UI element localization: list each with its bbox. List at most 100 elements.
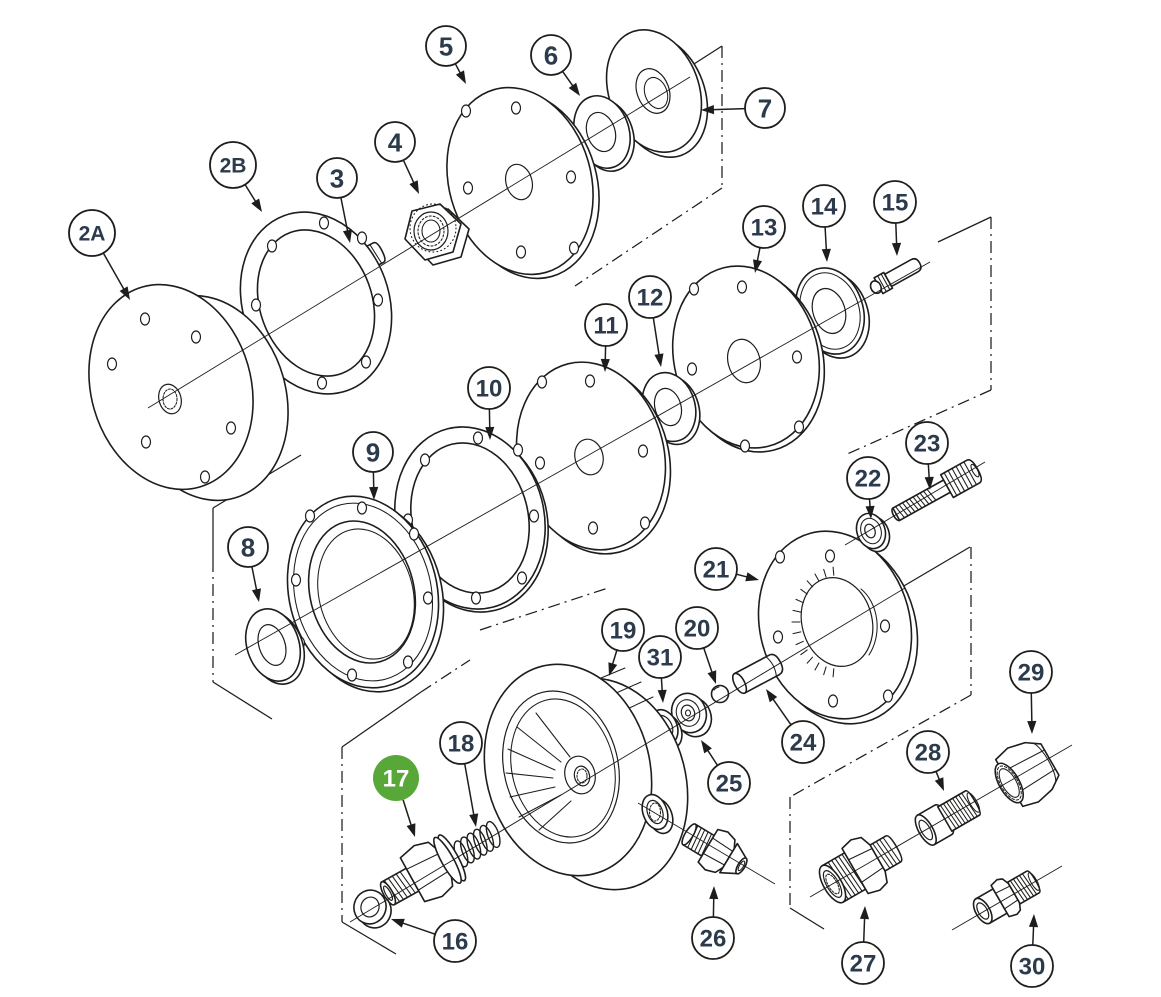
part-17-fitting <box>379 834 467 906</box>
callout-13-badge[interactable] <box>742 205 786 249</box>
callout-18[interactable]: 18 <box>439 721 483 827</box>
callout-23-badge[interactable] <box>905 421 949 465</box>
callout-2A-arrowhead <box>119 286 130 300</box>
callout-20-leader <box>702 647 714 676</box>
callout-28-arrowhead <box>934 777 944 791</box>
callout-8-badge[interactable] <box>227 526 269 568</box>
callout-19[interactable]: 19 <box>601 608 645 676</box>
part-9-flange-ring <box>286 495 445 693</box>
callout-4[interactable]: 4 <box>374 121 419 194</box>
callout-20-label: 20 <box>684 616 711 643</box>
callout-22-badge[interactable] <box>846 456 890 500</box>
callout-20-arrowhead <box>707 670 717 684</box>
callout-2A-leader <box>102 252 127 293</box>
callout-7-label: 7 <box>758 93 772 123</box>
callout-27-label: 27 <box>850 951 877 978</box>
callout-9[interactable]: 9 <box>352 431 394 500</box>
part-21-graduated-plate <box>757 530 919 725</box>
part-19-valve-body <box>483 663 689 891</box>
callout-13[interactable]: 13 <box>742 205 786 273</box>
callout-23[interactable]: 23 <box>905 421 949 490</box>
part-23-screw <box>891 459 983 522</box>
callout-9-badge[interactable] <box>352 431 394 473</box>
callout-16-arrowhead <box>391 918 405 928</box>
callout-9-label: 9 <box>366 437 380 467</box>
callout-14-badge[interactable] <box>802 184 846 228</box>
callout-2A[interactable]: 2A <box>68 209 130 300</box>
callout-11-badge[interactable] <box>584 303 628 347</box>
callout-10-badge[interactable] <box>467 366 511 410</box>
callout-24-label: 24 <box>790 730 817 757</box>
callout-18-label: 18 <box>448 731 475 758</box>
callout-2B-badge[interactable] <box>209 141 257 189</box>
callout-8-leader <box>251 566 258 594</box>
callout-2A-badge[interactable] <box>68 209 116 257</box>
callout-5-badge[interactable] <box>425 25 467 67</box>
callout-6-badge[interactable] <box>530 34 572 76</box>
callout-13-arrowhead <box>753 259 762 273</box>
callout-15[interactable]: 15 <box>873 180 917 256</box>
callout-25-badge[interactable] <box>707 761 751 805</box>
callout-24[interactable]: 24 <box>766 689 825 764</box>
callout-8[interactable]: 8 <box>227 526 269 602</box>
callout-17[interactable]: 17 <box>373 755 419 837</box>
callout-22-label: 22 <box>855 466 882 493</box>
callout-17-badge[interactable] <box>373 755 419 801</box>
callout-7[interactable]: 7 <box>701 87 786 129</box>
callout-27[interactable]: 27 <box>841 906 885 985</box>
callout-21[interactable]: 21 <box>694 547 759 591</box>
callout-24-badge[interactable] <box>781 720 825 764</box>
callout-27-badge[interactable] <box>841 941 885 985</box>
callout-21-badge[interactable] <box>694 547 738 591</box>
callout-28[interactable]: 28 <box>906 730 950 791</box>
callout-17-leader <box>402 799 413 829</box>
callout-7-badge[interactable] <box>744 87 786 129</box>
panel-outlines <box>212 45 992 955</box>
callout-29[interactable]: 29 <box>1009 650 1053 734</box>
callout-2B-arrowhead <box>251 198 262 212</box>
callout-12-badge[interactable] <box>628 275 672 319</box>
callout-14[interactable]: 14 <box>802 184 846 262</box>
callout-3-badge[interactable] <box>316 157 358 199</box>
callout-2B[interactable]: 2B <box>209 141 262 212</box>
callout-7-leader <box>709 107 746 111</box>
callout-16-badge[interactable] <box>433 919 477 963</box>
callout-3-label: 3 <box>330 163 344 193</box>
callout-20[interactable]: 20 <box>675 606 719 684</box>
parts-layer <box>88 29 1060 929</box>
callout-15-arrowhead <box>891 242 902 256</box>
callout-19-badge[interactable] <box>601 608 645 652</box>
callout-4-badge[interactable] <box>374 121 416 163</box>
callout-10[interactable]: 10 <box>467 366 511 440</box>
callout-15-badge[interactable] <box>873 180 917 224</box>
callout-16[interactable]: 16 <box>391 918 477 963</box>
callout-29-badge[interactable] <box>1009 650 1053 694</box>
callout-11-arrowhead <box>600 358 610 372</box>
callout-8-arrowhead <box>251 588 261 602</box>
callout-15-label: 15 <box>882 190 909 217</box>
callout-30[interactable]: 30 <box>1010 914 1054 988</box>
callout-20-badge[interactable] <box>675 606 719 650</box>
part-2a-end-cover <box>88 283 289 502</box>
part-29-nut <box>994 741 1060 808</box>
callout-12[interactable]: 12 <box>628 275 672 367</box>
callout-28-badge[interactable] <box>906 730 950 774</box>
callout-29-leader <box>1030 692 1033 726</box>
callout-30-badge[interactable] <box>1010 944 1054 988</box>
callout-3-leader <box>340 197 349 235</box>
callout-25[interactable]: 25 <box>701 740 751 805</box>
callout-6-label: 6 <box>544 40 558 70</box>
callout-14-label: 14 <box>811 194 838 221</box>
callout-31-badge[interactable] <box>638 635 682 679</box>
callout-22[interactable]: 22 <box>846 456 890 519</box>
callout-3[interactable]: 3 <box>316 157 358 243</box>
callout-25-label: 25 <box>716 771 743 798</box>
callout-6[interactable]: 6 <box>530 34 580 96</box>
callout-5[interactable]: 5 <box>425 25 467 84</box>
callout-26[interactable]: 26 <box>691 886 735 960</box>
callout-18-badge[interactable] <box>439 721 483 765</box>
callout-11[interactable]: 11 <box>584 303 628 372</box>
callout-26-badge[interactable] <box>691 916 735 960</box>
callout-31[interactable]: 31 <box>638 635 682 703</box>
